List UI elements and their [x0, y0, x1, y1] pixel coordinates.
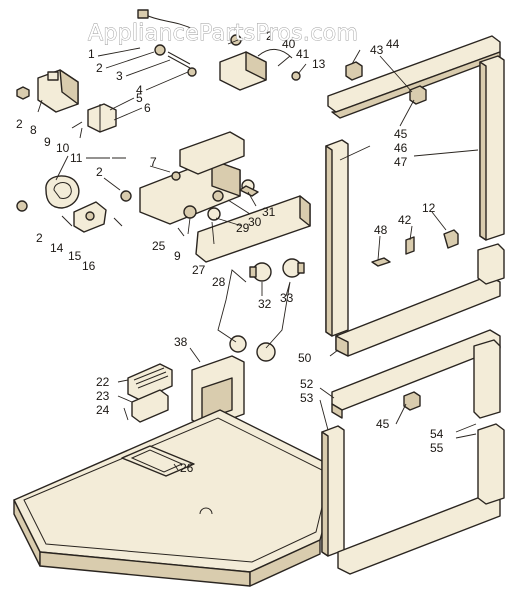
callout: 2: [16, 117, 23, 131]
callout: 47: [394, 155, 408, 169]
callout: 55: [430, 441, 444, 455]
callout: 8: [30, 123, 37, 137]
callout: 46: [394, 141, 408, 155]
callout: 44: [386, 37, 400, 51]
callout: 12: [422, 201, 436, 215]
callout: 26: [180, 461, 194, 475]
leader-lines: [37, 39, 479, 471]
callout: 2: [36, 231, 43, 245]
callout: 32: [258, 297, 272, 311]
callout: 22: [96, 375, 110, 389]
callout: 52: [300, 377, 314, 391]
callout: 11: [70, 151, 83, 165]
callout: 53: [300, 391, 314, 405]
callout: 16: [82, 259, 96, 273]
callout: 27: [192, 263, 206, 277]
callout: 4: [136, 83, 143, 97]
callout: 31: [262, 205, 276, 219]
callout: 48: [374, 223, 388, 237]
callout: 29: [236, 221, 250, 235]
upper-door-frame: [325, 35, 505, 357]
callout: 50: [298, 351, 312, 365]
callout: 1: [88, 47, 95, 61]
callout: 2: [96, 165, 103, 179]
callout: 10: [56, 141, 70, 155]
callout: 54: [430, 427, 444, 441]
callout: 30: [248, 215, 262, 229]
callout: 45: [394, 127, 408, 141]
callout: 25: [152, 239, 166, 253]
vent-grille: [127, 363, 173, 423]
watermark: AppliancePartsPros.com: [88, 21, 358, 46]
callout: 28: [212, 275, 226, 289]
callout-numbers: 1 2 3 4 5 6 2 7 8 9 10 11 2 2 14 15 16 2…: [16, 29, 444, 475]
callout: 7: [150, 155, 157, 169]
callout: 24: [96, 403, 110, 417]
callout: 2: [96, 61, 103, 75]
callout: 2: [266, 29, 273, 43]
light-bulbs: [229, 258, 305, 362]
callout: 15: [68, 249, 82, 263]
callout: 38: [174, 335, 188, 349]
lower-door-frame: [321, 329, 505, 575]
callout: 45: [376, 417, 390, 431]
callout: 41: [296, 47, 310, 61]
callout: 9: [174, 249, 181, 263]
callout: 14: [50, 241, 64, 255]
callout: 43: [370, 43, 384, 57]
callout: 40: [282, 37, 296, 51]
light-shield: [191, 355, 245, 429]
callout: 23: [96, 389, 110, 403]
callout: 6: [144, 101, 151, 115]
callout: 5: [136, 91, 143, 105]
callout: 13: [312, 57, 326, 71]
callout: 33: [280, 291, 294, 305]
control-assembly: [16, 9, 311, 263]
callout: 3: [116, 69, 123, 83]
callout: 42: [398, 213, 412, 227]
shelf-panel: [13, 409, 341, 587]
callout: 9: [44, 135, 51, 149]
